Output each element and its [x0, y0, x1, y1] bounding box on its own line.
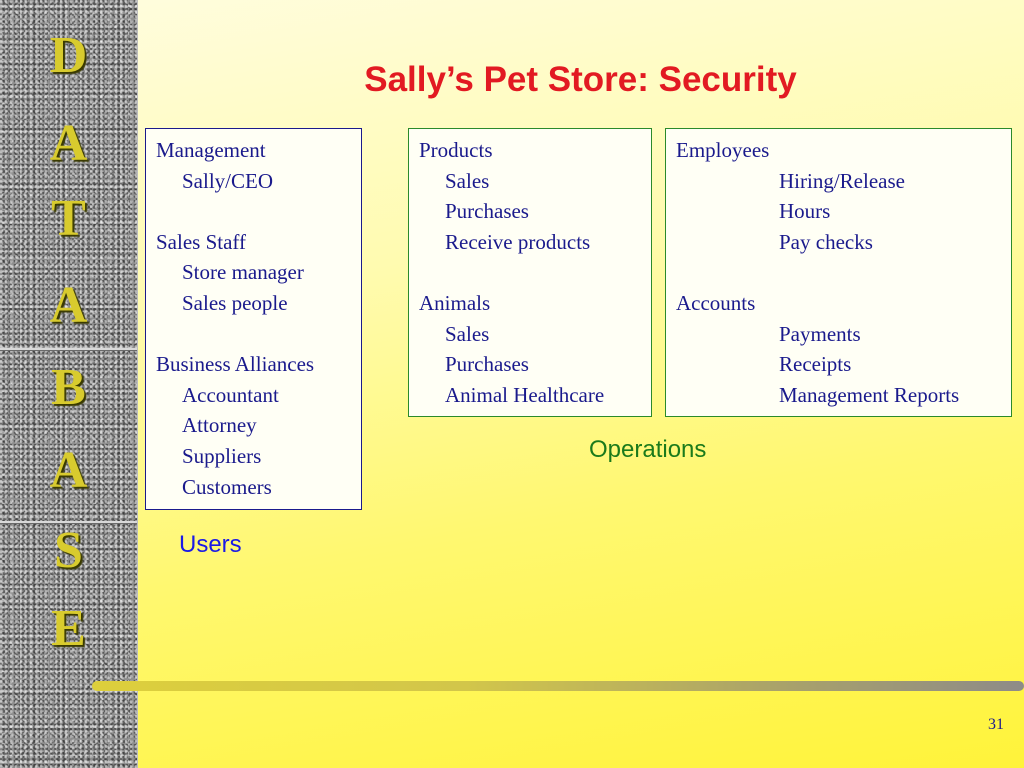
group-heading: Management — [156, 138, 266, 162]
list-item: Receive products — [445, 229, 591, 254]
sidebar-letter: A — [49, 442, 88, 499]
list-item: Animal Healthcare — [445, 382, 605, 407]
operations-caption: Operations — [589, 436, 707, 463]
list-item: Suppliers — [182, 443, 262, 468]
group-heading: Employees — [676, 138, 770, 162]
users-box: Management Sally/CEO Sales Staff Store m… — [145, 128, 362, 510]
list-item: Sales people — [182, 290, 288, 315]
list-item: Purchases — [445, 199, 529, 224]
sidebar-separator — [0, 521, 137, 524]
sidebar-letter: D — [49, 27, 88, 84]
sidebar-letter: B — [51, 359, 86, 416]
list-item: Accountant — [182, 382, 279, 407]
list-item: Store manager — [182, 260, 304, 285]
sidebar-letter: A — [49, 115, 88, 172]
group-heading: Accounts — [676, 290, 756, 315]
sidebar-letter: E — [51, 600, 86, 657]
list-item: Hours — [779, 199, 831, 224]
list-item: Sally/CEO — [182, 168, 274, 193]
slide-title: Sally’s Pet Store: Security — [364, 60, 797, 99]
group-heading: Sales Staff — [156, 229, 247, 254]
list-item: Pay checks — [779, 229, 873, 254]
products-animals-box: Products Sales Purchases Receive product… — [408, 128, 652, 417]
list-item: Sales — [445, 321, 490, 346]
list-item: Customers — [182, 474, 272, 499]
group-heading: Animals — [419, 290, 491, 315]
spacer — [676, 257, 1011, 288]
list-item: Purchases — [445, 352, 529, 377]
sidebar-letter: A — [49, 277, 88, 334]
group-heading: Products — [419, 138, 493, 162]
sidebar-letter: S — [54, 522, 83, 579]
list-item: Attorney — [182, 413, 257, 438]
users-caption: Users — [179, 531, 242, 558]
spacer — [156, 196, 361, 227]
employees-accounts-box: Employees Hiring/Release Hours Pay check… — [665, 128, 1012, 417]
database-sidebar: D A T A B A S E — [0, 0, 138, 768]
spacer — [419, 257, 651, 288]
list-item: Management Reports — [779, 382, 960, 407]
footer-divider — [92, 681, 1024, 691]
sidebar-separator — [0, 348, 137, 351]
page-number: 31 — [988, 716, 1004, 733]
sidebar-letter: T — [51, 190, 86, 247]
list-item: Receipts — [779, 352, 852, 377]
list-item: Hiring/Release — [779, 168, 905, 193]
list-item: Sales — [445, 168, 490, 193]
group-heading: Business Alliances — [156, 352, 315, 377]
list-item: Payments — [779, 321, 861, 346]
spacer — [156, 319, 361, 350]
